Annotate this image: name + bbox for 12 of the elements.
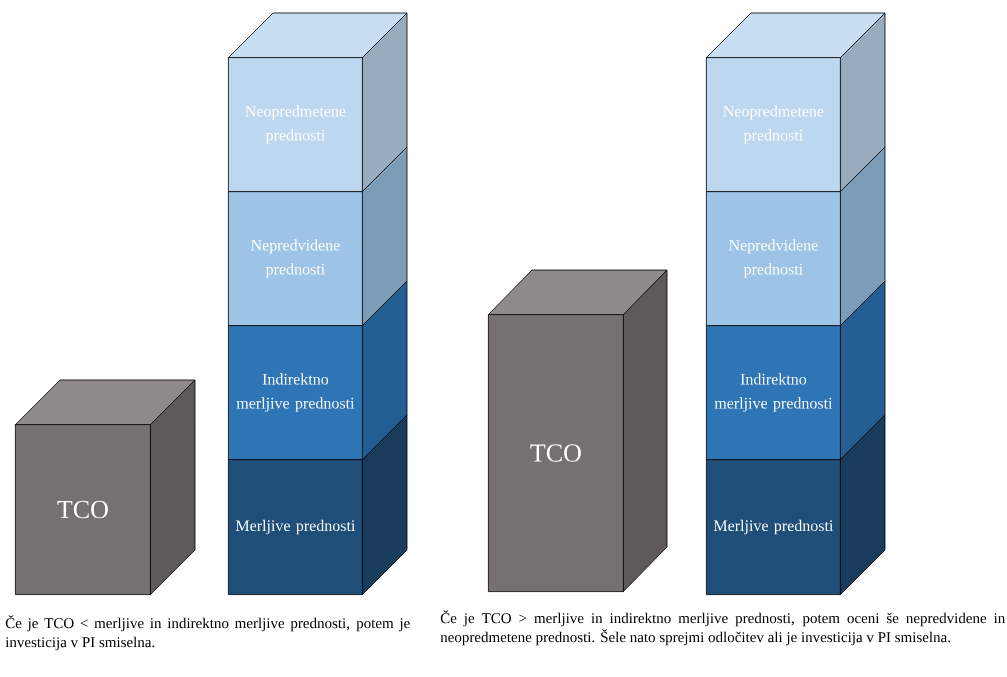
cube: Nepredvidene prednosti	[706, 146, 886, 327]
cube: Neopredmetene prednosti	[227, 12, 408, 193]
cube: Merljive prednosti	[706, 414, 886, 596]
cube: TCO	[487, 269, 668, 593]
caption: Če je TCO > merljive in indirektno merljive prednosti, potem oceni še nepredvidene in neopredmetene prednosti. Šele nato sprejmi odločitev ali je investicija v PI smiselna.	[440, 610, 1006, 646]
cube: Indirektno merljive prednosti	[228, 280, 408, 461]
cube: Merljive prednosti	[228, 414, 408, 596]
cube: Indirektno merljive prednosti	[706, 280, 886, 461]
caption: Če je TCO < merljive in indirektno merljive prednosti, potem je investicija v PI smiselna.	[5, 615, 410, 651]
cube: Nepredvidene prednosti	[228, 146, 408, 327]
cube: TCO	[14, 379, 196, 596]
cube: Neopredmetene prednosti	[705, 12, 886, 193]
